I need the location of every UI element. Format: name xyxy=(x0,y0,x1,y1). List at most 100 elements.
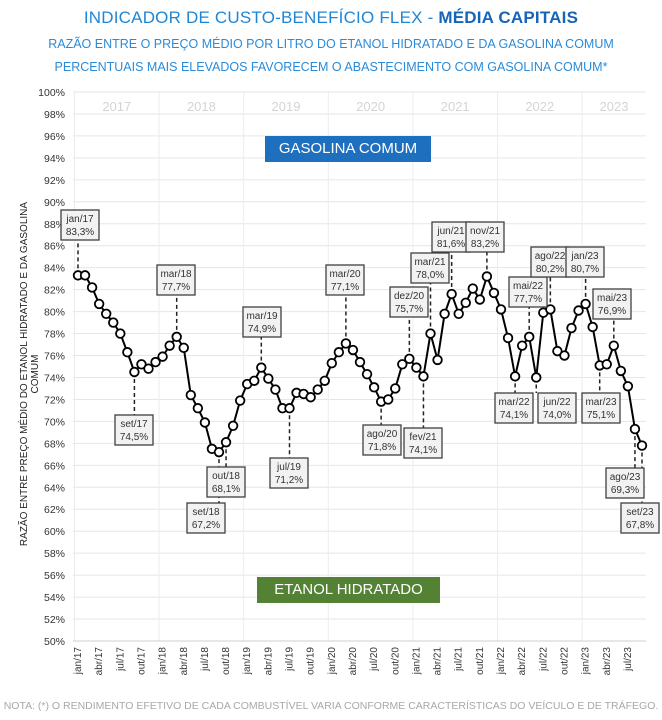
data-point xyxy=(122,347,133,358)
x-tick-label: jan/18 xyxy=(158,647,169,676)
x-tick-label: jul/18 xyxy=(200,647,211,672)
data-point xyxy=(531,372,542,383)
y-tick-label: 80% xyxy=(44,307,65,319)
y-tick-label: 62% xyxy=(44,504,65,516)
data-point xyxy=(312,384,323,395)
data-point xyxy=(199,417,211,428)
data-point xyxy=(256,362,267,373)
data-point xyxy=(354,356,366,368)
data-point xyxy=(418,371,429,382)
data-point xyxy=(143,363,154,374)
data-point xyxy=(615,365,627,377)
data-point xyxy=(474,294,486,305)
x-tick-label: out/22 xyxy=(559,647,570,675)
callout-box xyxy=(581,392,621,424)
x-tick-label: jan/23 xyxy=(581,647,592,676)
y-tick-label: 84% xyxy=(44,263,65,275)
data-point xyxy=(157,351,168,362)
callout-box xyxy=(186,502,226,534)
y-tick-label: 68% xyxy=(44,438,65,450)
y-tick-label: 66% xyxy=(44,460,65,472)
data-point xyxy=(629,423,641,435)
data-point xyxy=(566,322,577,334)
data-point xyxy=(220,437,232,448)
x-tick-label: jan/19 xyxy=(242,647,253,676)
callout-box xyxy=(537,392,577,424)
callout-box xyxy=(592,288,632,320)
data-point xyxy=(213,446,225,458)
y-tick-label: 88% xyxy=(44,219,65,231)
callout-box xyxy=(242,306,282,338)
x-tick-label: abr/23 xyxy=(602,647,613,676)
callout-box xyxy=(431,221,471,253)
data-point xyxy=(481,271,493,282)
footnote: NOTA: (*) O RENDIMENTO EFETIVO DE CADA C… xyxy=(3,700,659,712)
year-label: 2017 xyxy=(102,99,131,114)
data-point xyxy=(636,440,648,451)
callout-month: ago/23 xyxy=(610,472,641,483)
data-point xyxy=(263,373,274,384)
x-tick-label: jan/17 xyxy=(73,647,84,676)
data-point xyxy=(234,395,246,406)
callout-month: fev/21 xyxy=(409,432,437,443)
callout-month: jan/23 xyxy=(570,251,599,262)
title-regular: INDICADOR DE CUSTO-BENEFÍCIO FLEX - xyxy=(83,8,439,27)
callout-value: 76,9% xyxy=(598,306,626,317)
data-point xyxy=(516,340,528,351)
data-point xyxy=(383,394,394,405)
data-point xyxy=(601,359,612,370)
callout-value: 74,1% xyxy=(500,410,528,421)
callout-box xyxy=(620,502,660,534)
y-tick-label: 78% xyxy=(44,329,65,341)
x-tick-label: jul/21 xyxy=(454,647,465,672)
data-point xyxy=(397,359,408,370)
data-point xyxy=(79,270,91,281)
y-tick-label: 72% xyxy=(44,394,65,406)
callout-value: 81,6% xyxy=(437,239,465,250)
callout-value: 67,2% xyxy=(192,520,220,531)
callout-value: 77,7% xyxy=(162,282,190,293)
title-bold: MÉDIA CAPITAIS xyxy=(438,8,579,27)
data-point xyxy=(326,358,338,369)
y-tick-label: 98% xyxy=(44,109,65,121)
callout-value: 69,3% xyxy=(611,485,639,496)
data-point xyxy=(108,317,119,328)
x-tick-label: out/21 xyxy=(475,647,486,675)
y-tick-label: 100% xyxy=(38,87,65,99)
y-tick-label: 86% xyxy=(44,241,65,253)
data-point xyxy=(368,382,380,393)
callout-box xyxy=(325,264,365,296)
data-point xyxy=(178,342,189,354)
callout-value: 77,7% xyxy=(514,294,542,305)
callout-month: nov/21 xyxy=(470,226,500,237)
callout-box xyxy=(389,286,429,318)
y-tick-label: 50% xyxy=(44,636,65,648)
x-tick-label: out/18 xyxy=(221,647,232,675)
year-label: 2018 xyxy=(187,99,216,114)
data-point xyxy=(446,288,457,300)
data-point xyxy=(425,328,436,339)
callout-month: jun/21 xyxy=(436,226,465,237)
data-point xyxy=(347,344,359,356)
x-tick-label: abr/17 xyxy=(94,647,105,676)
callout-month: dez/20 xyxy=(394,291,424,302)
callout-box xyxy=(508,276,548,308)
data-point xyxy=(587,321,598,333)
callout-value: 77,1% xyxy=(331,282,359,293)
y-axis-title: RAZÃO ENTRE PREÇO MÉDIO DO ETANOL HIDRAT… xyxy=(19,201,41,547)
y-tick-label: 64% xyxy=(44,482,65,494)
callout-value: 74,5% xyxy=(120,432,148,443)
